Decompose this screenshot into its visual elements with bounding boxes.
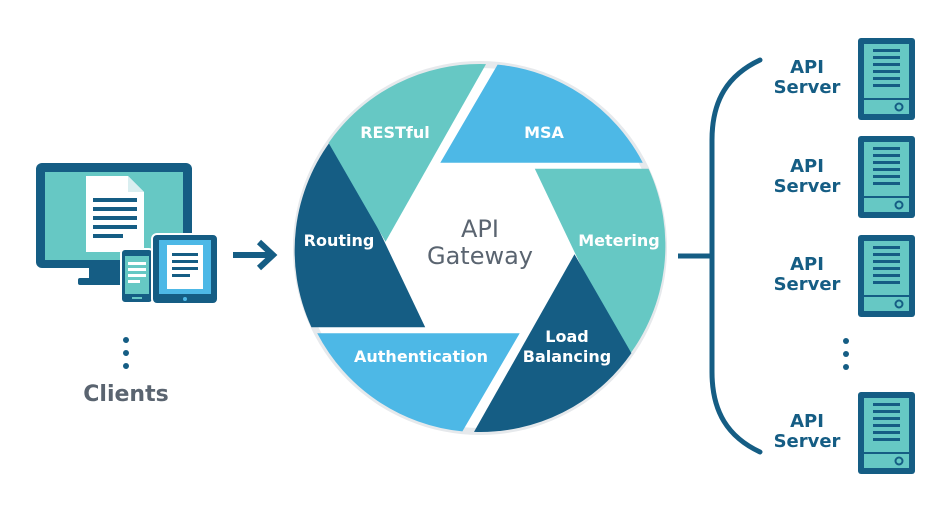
- tablet-icon: [151, 233, 219, 305]
- server-icon: [858, 392, 915, 474]
- gateway-title-line2: Gateway: [427, 242, 533, 270]
- segment-restful: [328, 63, 486, 242]
- api-server-item: API Server: [774, 392, 915, 474]
- api-server-item: API Server: [774, 235, 915, 317]
- segment-msa: [440, 64, 643, 163]
- phone-icon: [120, 248, 154, 304]
- segment-load-balancing: [474, 254, 632, 433]
- segment-routing: [294, 136, 426, 328]
- server-label-line2: Server: [774, 77, 841, 98]
- server-label-line2: Server: [774, 431, 841, 452]
- segment-label-load: Load: [545, 327, 588, 346]
- document-icon: [86, 176, 144, 252]
- server-icon: [858, 38, 915, 120]
- server-label-line1: API: [790, 411, 824, 432]
- arrow-right-icon: [233, 239, 278, 271]
- segment-authentication: [317, 333, 520, 432]
- vertical-ellipsis-icon: [843, 338, 849, 370]
- server-icon: [858, 136, 915, 218]
- clients-group: Clients: [36, 163, 219, 407]
- server-label-line2: Server: [774, 274, 841, 295]
- segment-label-restful: RESTful: [360, 123, 430, 142]
- server-label-line1: API: [790, 57, 824, 78]
- gateway-title-line1: API: [461, 215, 499, 243]
- api-server-item: API Server: [774, 38, 915, 120]
- segment-label-metering: Metering: [578, 231, 660, 250]
- api-servers: API Server API Server: [774, 38, 915, 474]
- segment-label-routing: Routing: [304, 231, 375, 250]
- servers-bracket: [709, 57, 763, 455]
- segment-label-authentication: Authentication: [354, 347, 488, 366]
- segment-metering: [534, 168, 666, 360]
- api-server-item: API Server: [774, 136, 915, 218]
- server-label-line1: API: [790, 156, 824, 177]
- server-icon: [858, 235, 915, 317]
- segment-label-msa: MSA: [524, 123, 564, 142]
- server-label-line1: API: [790, 254, 824, 275]
- server-label-line2: Server: [774, 176, 841, 197]
- vertical-ellipsis-icon: [123, 337, 129, 369]
- segment-label-balancing: Balancing: [523, 347, 611, 366]
- clients-label: Clients: [83, 382, 168, 407]
- api-gateway: MSA Metering Load Balancing Authenticati…: [293, 61, 667, 435]
